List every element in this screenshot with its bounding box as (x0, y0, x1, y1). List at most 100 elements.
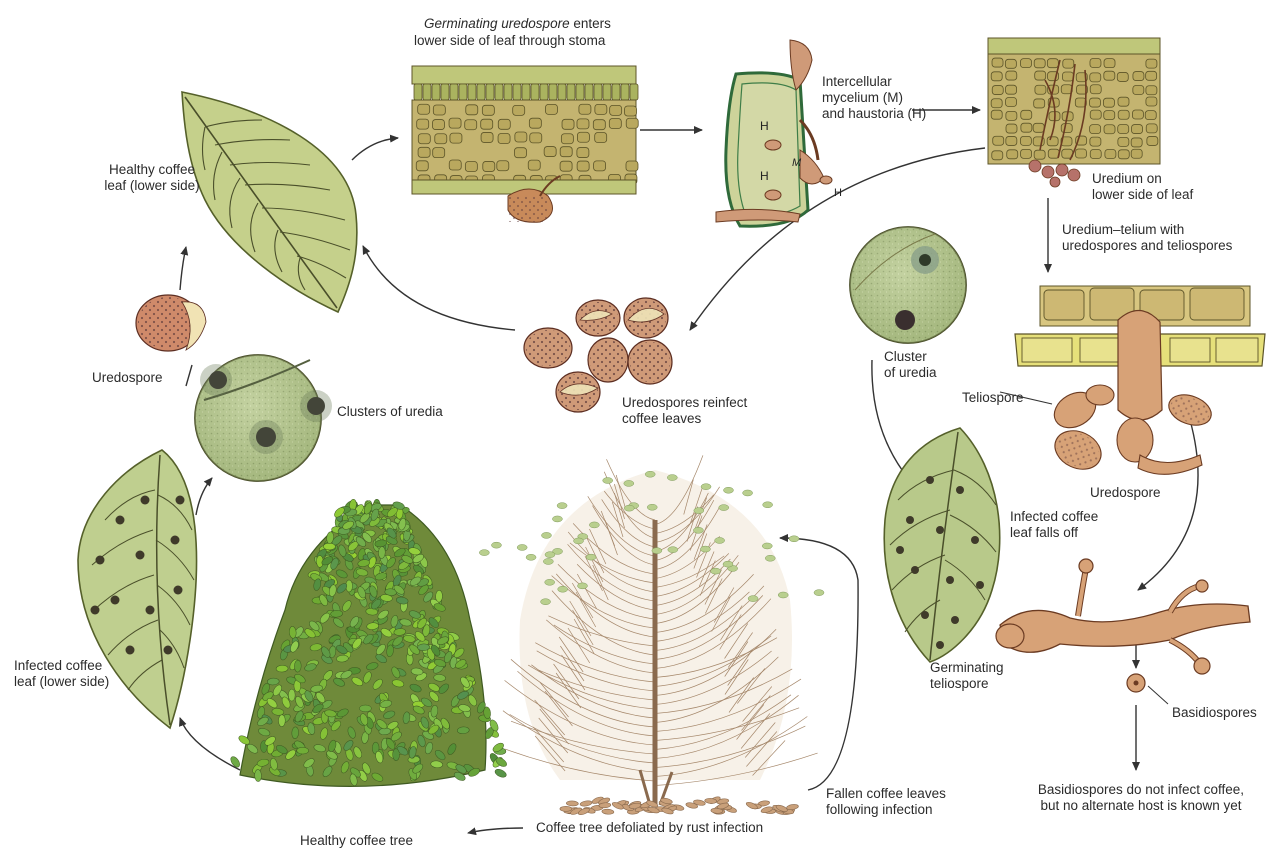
rust-spot (146, 606, 155, 615)
label-intercellular-mycelium: Intercellular mycelium (M) and haustoria… (822, 74, 926, 122)
remaining-leaf (645, 471, 655, 477)
palisade-cell (549, 84, 557, 100)
remaining-leaf (694, 508, 704, 514)
spongy-cell (1104, 125, 1115, 134)
haustoria-label-h3: H (834, 187, 842, 199)
spongy-cell (1006, 136, 1017, 145)
palisade-cell (432, 84, 440, 100)
spongy-cell (1005, 59, 1016, 68)
spongy-cell (433, 105, 445, 115)
spongy-cell (1090, 110, 1101, 119)
spongy-cell (1104, 71, 1115, 80)
spongy-cell (1021, 123, 1032, 132)
remaining-leaf (479, 550, 489, 556)
spongy-cell (1146, 124, 1157, 133)
spongy-cell (992, 58, 1003, 67)
spongy-cell (529, 118, 541, 128)
spongy-cell (1006, 71, 1017, 80)
palisade-cell (504, 84, 512, 100)
clusters-of-uredia-lens (195, 355, 332, 481)
spongy-cell (1118, 137, 1129, 146)
remaining-leaf (552, 516, 562, 522)
spongy-cell (1104, 59, 1115, 68)
rust-spot (896, 546, 904, 554)
spongy-cell (498, 119, 510, 129)
spongy-cell (595, 104, 607, 114)
spongy-cell (593, 120, 605, 130)
spongy-cell (1105, 149, 1116, 158)
fallen-leaf (566, 801, 578, 807)
tree-leaf (297, 747, 309, 754)
remaining-leaf (765, 555, 775, 561)
tree-leaf (288, 689, 295, 701)
spongy-cell (1118, 97, 1129, 106)
spongy-cell (1146, 59, 1157, 68)
rust-spot (91, 606, 100, 615)
remaining-leaf (763, 502, 773, 508)
palisade-cell (450, 84, 458, 100)
remaining-leaf (545, 552, 555, 558)
remaining-leaf (647, 504, 657, 510)
spongy-cell (1118, 150, 1129, 159)
uredium-cross-section (988, 38, 1160, 187)
label-healthy-coffee-leaf: Healthy coffee leaf (lower side) (82, 162, 222, 194)
spongy-cell (1104, 111, 1115, 120)
intercellular-mycelium-illustration: H H H M (716, 40, 842, 226)
spongy-cell (1090, 137, 1101, 146)
spongy-cell (610, 105, 622, 115)
spongy-cell (1007, 150, 1018, 159)
spongy-cell (991, 110, 1002, 119)
remaining-leaf (723, 561, 733, 567)
spongy-cell (577, 132, 589, 142)
label-germinating-teliospore: Germinating teliospore (930, 660, 1004, 692)
rust-spot (971, 536, 979, 544)
spongy-cell (992, 86, 1003, 95)
spongy-cell (481, 119, 493, 129)
leaf-cross-section-entry (412, 66, 638, 222)
remaining-leaf (693, 527, 703, 533)
spongy-cell (1021, 149, 1032, 158)
spongy-cell (482, 105, 494, 115)
spongy-cell (560, 161, 572, 171)
remaining-leaf (743, 490, 753, 496)
spongy-cell (1020, 59, 1031, 68)
rust-spot (956, 486, 964, 494)
infected-falling-leaf-illustration (884, 428, 999, 662)
tree-leaf (294, 660, 301, 672)
spongy-cell (993, 136, 1004, 145)
spongy-cell (1063, 59, 1074, 68)
spongy-cell (626, 118, 638, 128)
spongy-cell (449, 160, 461, 170)
rust-spot (176, 496, 185, 505)
remaining-leaf (789, 536, 799, 542)
remaining-leaf (667, 475, 677, 481)
remaining-leaf (526, 554, 536, 560)
rust-spot (164, 646, 173, 655)
remaining-leaf (715, 537, 725, 543)
spongy-cell (1145, 111, 1156, 120)
palisade-cell (495, 84, 503, 100)
label-uredium-lower-side: Uredium on lower side of leaf (1092, 171, 1193, 203)
label-lower-side-stoma: lower side of leaf through stoma (414, 33, 605, 49)
arrow-fallen-to-defoliated (780, 538, 858, 790)
spongy-cell (1090, 85, 1101, 94)
palisade-cell (414, 84, 422, 100)
palisade-cell (567, 84, 575, 100)
palisade-cell (612, 84, 620, 100)
spongy-cell (577, 148, 589, 158)
spongy-cell (561, 134, 573, 144)
remaining-leaf (574, 538, 584, 544)
spongy-cell (433, 148, 445, 158)
remaining-leaf (517, 544, 527, 550)
spongy-cell (1117, 72, 1128, 81)
spongy-cell (577, 119, 589, 129)
remaining-leaf (545, 579, 555, 585)
spongy-cell (562, 119, 574, 129)
rust-spot (136, 551, 145, 560)
spongy-cell (1146, 71, 1157, 80)
remaining-leaf (668, 547, 678, 553)
spongy-cell (497, 161, 509, 171)
spongy-cell (1006, 124, 1017, 133)
tree-leaf (359, 705, 371, 712)
